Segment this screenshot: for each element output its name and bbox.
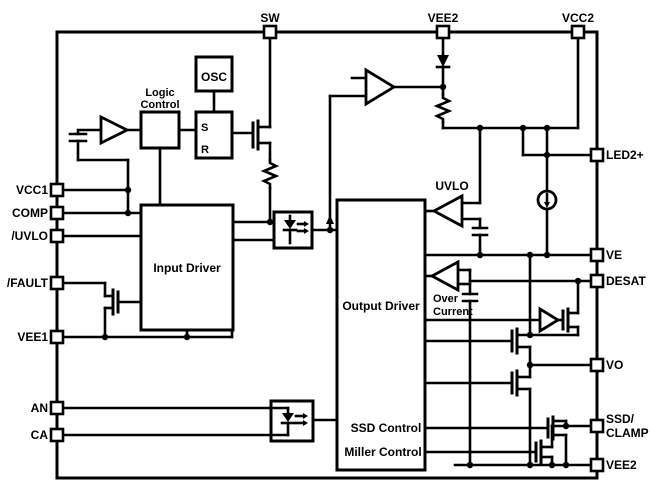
pin-label-clamp: CLAMP — [606, 426, 649, 440]
pin-vee2-top — [435, 24, 451, 40]
over-current-label-line2: Current — [433, 306, 473, 318]
pin-vcc1 — [49, 182, 65, 198]
pin-label-vo: VO — [606, 358, 623, 372]
pin-label-led2p: LED2+ — [606, 148, 644, 162]
sr-latch-block — [194, 110, 234, 160]
rail-resistor — [433, 93, 453, 124]
over-current-label-line1: Over — [433, 293, 459, 305]
rail-diode — [435, 55, 451, 69]
pin-led2p — [589, 147, 605, 163]
pin-vo — [589, 357, 605, 373]
input-capacitor — [68, 132, 88, 143]
pin-desat — [589, 273, 605, 289]
optocoupler-lower-symbol — [280, 406, 308, 437]
pin-pads — [49, 24, 605, 473]
input-driver-label: Input Driver — [153, 261, 221, 275]
sw-resistor — [260, 158, 280, 190]
miller-control-label: Miller Control — [344, 445, 421, 459]
uvlo-label: UVLO — [435, 179, 468, 193]
pin-ca — [49, 427, 65, 443]
block-boxes — [139, 55, 427, 472]
pin-label-vcc1: VCC1 — [16, 183, 48, 197]
pin-ve — [589, 247, 605, 263]
pin-label-vee2-top: VEE2 — [428, 11, 459, 25]
feedback-comparator — [364, 67, 397, 107]
output-driver-label: Output Driver — [342, 299, 420, 313]
sr-r-label: R — [201, 144, 209, 156]
optocoupler-upper-symbol — [282, 214, 309, 245]
pin-fault — [49, 275, 65, 291]
ssd-control-label: SSD Control — [351, 421, 422, 435]
pin-label-sw: SW — [260, 11, 280, 25]
pin-sw — [262, 24, 278, 40]
pin-ssd-clamp — [589, 418, 605, 434]
pin-comp — [49, 205, 65, 221]
pin-vee1 — [49, 329, 65, 345]
output-driver-block — [335, 198, 427, 472]
pin-label-ca: CA — [31, 428, 49, 442]
over-current-comparator — [429, 259, 460, 293]
pin-label-fault: /FAULT — [7, 276, 49, 290]
osc-label: OSC — [201, 70, 227, 84]
pin-label-an: AN — [31, 401, 48, 415]
pin-label-ve: VE — [606, 248, 622, 262]
supply-rail-wiring — [433, 36, 593, 257]
pin-label-vee1: VEE1 — [17, 330, 48, 344]
pin-label-vee2-bottom: VEE2 — [606, 458, 637, 472]
current-source — [536, 189, 558, 211]
pin-vcc2 — [570, 24, 586, 40]
labels: SW VEE2 VCC2 VCC1 COMP /UVLO /FAULT VEE1… — [7, 11, 649, 472]
logic-control-block — [139, 110, 181, 150]
uvlo-comparator — [431, 193, 464, 229]
pin-label-desat: DESAT — [606, 274, 646, 288]
pin-uvlo — [49, 228, 65, 244]
signal-up-arrow — [326, 215, 334, 224]
sw-mosfet-branch — [251, 36, 280, 224]
ssd-clamp-wiring — [423, 415, 593, 467]
ve-uvlo-wiring — [423, 126, 593, 257]
pin-vee2-bottom — [589, 457, 605, 473]
fault-mosfet — [103, 281, 143, 339]
junction-dots — [101, 83, 582, 469]
sr-s-label: S — [201, 122, 208, 134]
pin-label-ssd: SSD/ — [606, 412, 635, 426]
pin-an — [49, 400, 65, 416]
pin-label-uvlo: /UVLO — [11, 229, 48, 243]
desat-buffer — [538, 306, 561, 334]
pin-label-vcc2: VCC2 — [562, 11, 594, 25]
pin-label-comp: COMP — [12, 206, 48, 220]
input-comparator — [99, 114, 131, 146]
wiring-input-side — [61, 89, 290, 437]
logic-label-line2: Control — [140, 99, 179, 111]
logic-label-line1: Logic — [145, 87, 174, 99]
